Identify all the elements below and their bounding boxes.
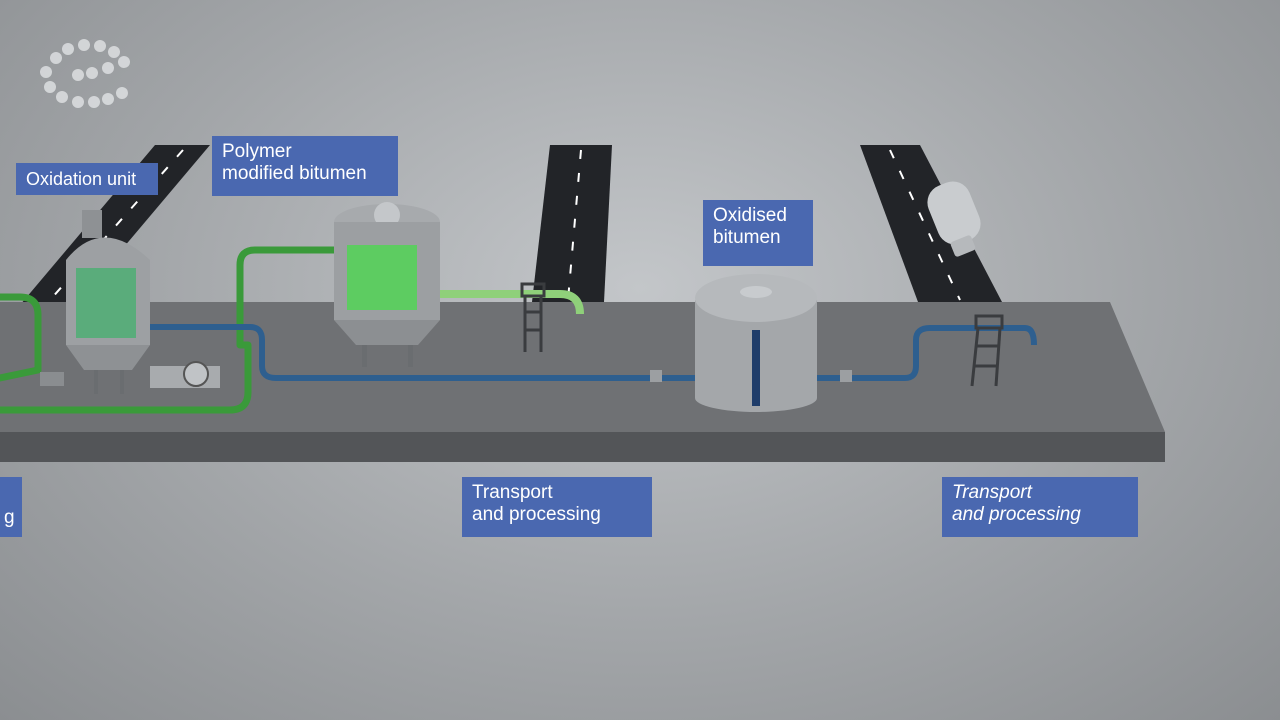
road-right: [860, 145, 1002, 302]
logo-dots-icon: [40, 39, 130, 108]
label-left-partial: g: [0, 477, 22, 537]
blue-pipes: [140, 324, 1037, 381]
light-green-pipe: [440, 290, 584, 315]
pump: [150, 361, 220, 388]
polymer-tank: [334, 202, 440, 367]
label-polymer-modified-bitumen: Polymer modified bitumen: [212, 136, 398, 196]
label-oxidation-unit: Oxidation unit: [16, 163, 158, 195]
label-transport-processing-2: Transport and processing: [942, 477, 1138, 537]
tower-center: [520, 282, 546, 352]
label-transport-processing-1: Transport and processing: [462, 477, 652, 537]
concrete-slab: [0, 302, 1165, 462]
tanker-truck-icon: [927, 181, 981, 257]
oxidation-vessel: [66, 210, 150, 394]
label-oxidised-bitumen: Oxidised bitumen: [703, 200, 813, 266]
valve-left: [40, 372, 64, 386]
road-center: [532, 145, 612, 302]
green-pipes: [0, 246, 349, 414]
tower-right: [970, 314, 1004, 387]
valve-mid: [650, 370, 662, 382]
oxidised-tank: [695, 274, 817, 412]
valve-right: [840, 370, 852, 382]
